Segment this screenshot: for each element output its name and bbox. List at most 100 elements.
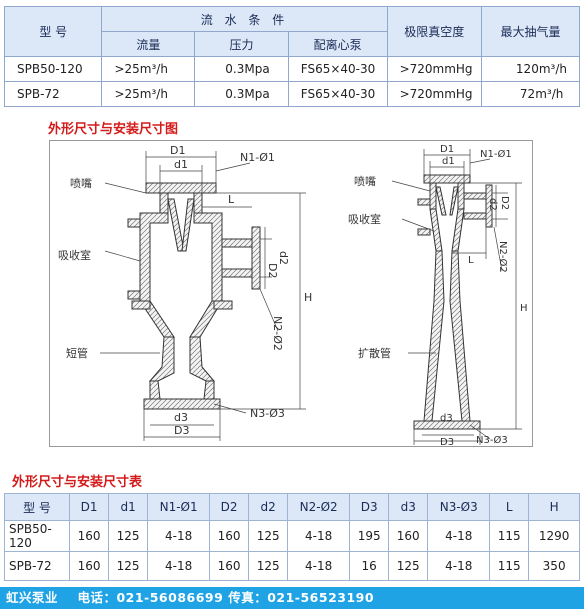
- dim-cell: SPB50-120: [4, 520, 70, 552]
- spec-cell-pressure: 0.3Mpa: [194, 81, 289, 107]
- left-d3-label: d3: [174, 411, 188, 424]
- right-N2-label: N2-Ø2: [497, 241, 509, 273]
- right-D3-label: D3: [440, 437, 454, 446]
- dim-header-d2: d2: [248, 493, 289, 521]
- right-ejector: [413, 174, 493, 430]
- dim-header-D3: D3: [349, 493, 390, 521]
- right-diffuser-label: 扩散管: [358, 346, 391, 360]
- spec-cell-model: SPB-72: [3, 81, 103, 107]
- left-N2-label: N2-Ø2: [271, 316, 284, 351]
- phone-number[interactable]: 021-56086699: [116, 590, 224, 605]
- spec-cell-flow: >25m³/h: [101, 81, 196, 107]
- dim-cell: 195: [349, 520, 390, 552]
- spec-cell-vacuum: >720mmHg: [386, 81, 482, 107]
- dim-header-row: 型 号 D1 d1 N1-Ø1 D2 d2 N2-Ø2 D3 d3 N3-Ø3 …: [4, 493, 580, 521]
- spec-cell-pressure: 0.3Mpa: [194, 56, 289, 82]
- left-d1-label: d1: [174, 158, 188, 171]
- dim-header-N1: N1-Ø1: [147, 493, 211, 521]
- dim-cell: 16: [349, 551, 390, 581]
- left-H-label: H: [304, 291, 312, 304]
- dim-cell: 125: [108, 520, 149, 552]
- right-d3-label: d3: [440, 413, 453, 424]
- company-name: 虹兴泵业: [6, 590, 59, 605]
- table-row: SPB50-120 >25m³/h 0.3Mpa FS65×40-30 >720…: [3, 56, 581, 82]
- fax-label: 传真：: [228, 590, 268, 605]
- spec-header-pressure: 压力: [194, 31, 289, 57]
- table-row: SPB50-120 160 125 4-18 160 125 4-18 195 …: [4, 520, 580, 552]
- dim-cell: 4-18: [287, 520, 351, 552]
- figure-title: 外形尺寸与安装尺寸图: [48, 122, 179, 137]
- spec-cell-flow: >25m³/h: [101, 56, 196, 82]
- left-N1-label: N1-Ø1: [240, 151, 275, 164]
- left-d2-label: d2: [277, 251, 290, 265]
- drawing-frame: D1 d1 N1-Ø1 L D2 d2 N2-Ø2 H d3 D3 N3-Ø3 …: [49, 140, 533, 448]
- dim-table-title: 外形尺寸与安装尺寸表: [12, 475, 143, 490]
- spec-cell-max: 120m³/h: [480, 56, 581, 82]
- dim-cell: 115: [489, 551, 530, 581]
- dim-cell: 160: [68, 520, 110, 552]
- dim-cell: 160: [68, 551, 110, 581]
- spec-header-flow: 流量: [101, 31, 196, 57]
- spec-header-model: 型 号: [3, 6, 103, 57]
- right-d2-label: d2: [487, 198, 498, 211]
- right-N1-label: N1-Ø1: [480, 148, 512, 160]
- spec-header-pump: 配离心泵: [287, 31, 388, 57]
- spec-table: 型 号 流 水 条 件 极限真空度 最大抽气量 流量 压力 配离心泵 SPB50…: [3, 6, 581, 107]
- spec-cell-max: 72m³/h: [480, 81, 581, 107]
- left-D3-label: D3: [174, 424, 189, 437]
- dim-header-model: 型 号: [4, 493, 70, 521]
- right-nozzle-label: 喷嘴: [354, 175, 376, 188]
- dim-cell: 4-18: [147, 520, 211, 552]
- left-N3-label: N3-Ø3: [250, 407, 285, 420]
- left-short-pipe-label: 短管: [66, 346, 88, 360]
- dim-cell: 160: [209, 551, 250, 581]
- dim-table: 型 号 D1 d1 N1-Ø1 D2 d2 N2-Ø2 D3 d3 N3-Ø3 …: [4, 493, 580, 581]
- dim-header-H: H: [528, 493, 580, 521]
- spec-cell-vacuum: >720mmHg: [386, 56, 482, 82]
- contact-footer: 虹兴泵业 电话：021-56086699 传真：021-56523190: [0, 587, 584, 609]
- left-D1-label: D1: [170, 144, 185, 157]
- left-chamber-label: 吸收室: [58, 248, 91, 262]
- dim-header-N3: N3-Ø3: [427, 493, 491, 521]
- dim-cell: SPB-72: [4, 551, 70, 581]
- dim-cell: 4-18: [427, 551, 491, 581]
- dim-cell: 125: [388, 551, 429, 581]
- spec-cell-pump: FS65×40-30: [287, 81, 388, 107]
- dim-cell: 160: [388, 520, 429, 552]
- left-L-label: L: [228, 193, 235, 206]
- dim-cell: 4-18: [427, 520, 491, 552]
- right-D1-label: D1: [440, 144, 454, 155]
- dim-header-N2: N2-Ø2: [287, 493, 351, 521]
- dim-cell: 4-18: [287, 551, 351, 581]
- spec-header-max-pumping: 最大抽气量: [480, 6, 581, 57]
- right-D2-label: D2: [499, 196, 510, 210]
- right-N3-label: N3-Ø3: [476, 434, 508, 446]
- ejector-drawing: D1 d1 N1-Ø1 L D2 d2 N2-Ø2 H d3 D3 N3-Ø3 …: [58, 144, 528, 448]
- dim-cell: 1290: [528, 520, 580, 552]
- dim-cell: 115: [489, 520, 530, 552]
- dim-cell: 125: [248, 551, 289, 581]
- dim-header-d1: d1: [108, 493, 149, 521]
- left-D2-label: D2: [266, 263, 279, 278]
- dim-cell: 160: [209, 520, 250, 552]
- fax-number: 021-56523190: [267, 590, 375, 605]
- spec-cell-pump: FS65×40-30: [287, 56, 388, 82]
- dim-cell: 4-18: [147, 551, 211, 581]
- right-d1-label: d1: [442, 156, 455, 167]
- table-row: SPB-72 160 125 4-18 160 125 4-18 16 125 …: [4, 551, 580, 581]
- spec-header-vacuum: 极限真空度: [386, 6, 482, 57]
- left-nozzle-label: 喷嘴: [70, 177, 92, 190]
- dim-header-L: L: [489, 493, 530, 521]
- dim-cell: 350: [528, 551, 580, 581]
- table-row: SPB-72 >25m³/h 0.3Mpa FS65×40-30 >720mmH…: [3, 81, 581, 107]
- dim-cell: 125: [108, 551, 149, 581]
- dim-header-d3: d3: [388, 493, 429, 521]
- spec-cell-model: SPB50-120: [3, 56, 103, 82]
- dim-header-D2: D2: [209, 493, 250, 521]
- spec-header-flow-conditions: 流 水 条 件: [101, 6, 388, 32]
- right-H-label: H: [520, 303, 528, 314]
- dim-cell: 125: [248, 520, 289, 552]
- dim-header-D1: D1: [68, 493, 110, 521]
- left-ejector: [127, 182, 261, 410]
- right-chamber-label: 吸收室: [348, 212, 381, 226]
